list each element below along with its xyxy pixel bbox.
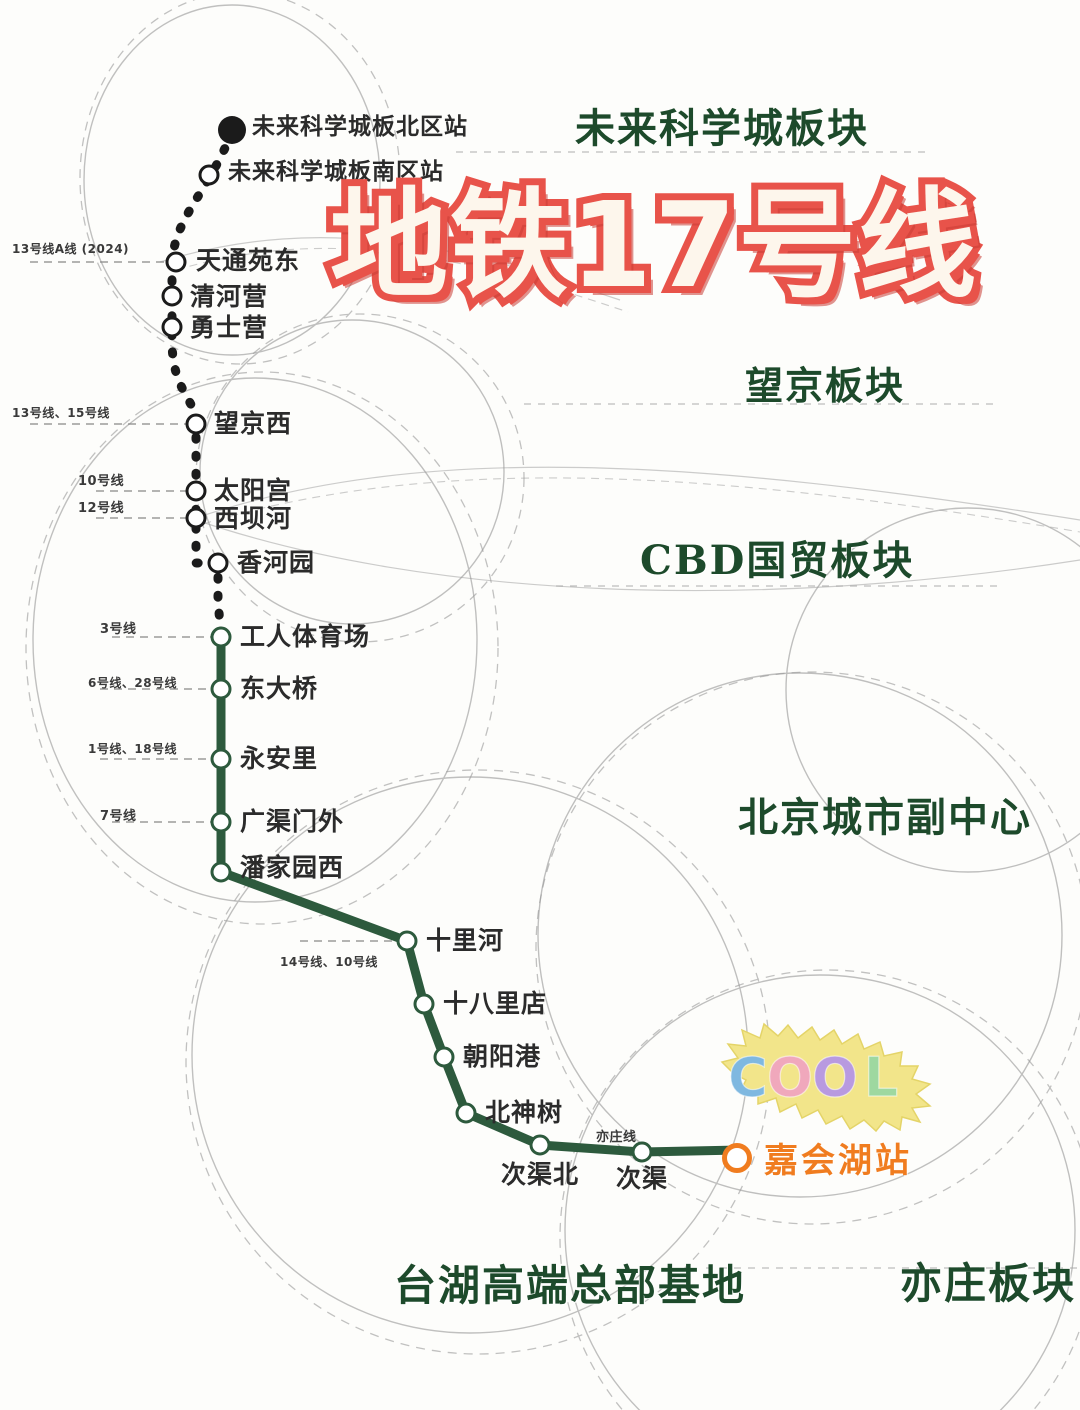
station-marker[interactable] <box>529 1134 551 1156</box>
station-label[interactable]: 北神树 <box>485 1098 564 1127</box>
cool-letter: L <box>864 1046 898 1109</box>
district-label: 亦庄板块 <box>900 1259 1077 1308</box>
station-label[interactable]: 望京西 <box>214 409 293 438</box>
station-label[interactable]: 香河园 <box>237 548 316 577</box>
station-label[interactable]: 十里河 <box>426 926 505 955</box>
transfer-line-label: 13号线、15号线 <box>12 406 110 420</box>
transfer-line-label: 14号线、10号线 <box>280 955 378 969</box>
station-label[interactable]: 潘家园西 <box>240 853 345 882</box>
station-marker[interactable] <box>198 164 220 186</box>
page-title: 地铁17号线 <box>323 176 983 314</box>
station-label[interactable]: 西坝河 <box>214 504 293 533</box>
station-label[interactable]: 东大桥 <box>240 674 319 703</box>
station-label[interactable]: 清河营 <box>190 282 269 311</box>
station-label[interactable]: 未来科学城板北区站 <box>252 114 468 140</box>
planned-terminus-dot <box>218 116 246 144</box>
transfer-line-label: 1号线、18号线 <box>88 742 178 756</box>
station-label[interactable]: 十八里店 <box>443 989 548 1018</box>
station-label[interactable]: 太阳宫 <box>214 476 293 505</box>
station-label[interactable]: 永安里 <box>240 744 319 773</box>
station-label[interactable]: 工人体育场 <box>240 622 371 651</box>
station-marker[interactable] <box>185 480 207 502</box>
station-label[interactable]: 勇士营 <box>190 313 269 342</box>
transfer-line-label: 6号线、28号线 <box>88 676 178 690</box>
station-marker[interactable] <box>207 552 229 574</box>
cool-letter: O <box>812 1046 858 1109</box>
station-marker[interactable] <box>165 251 187 273</box>
station-marker[interactable] <box>161 285 183 307</box>
terminal-station-highlight[interactable]: 嘉会湖站 <box>722 1133 912 1182</box>
station-marker[interactable] <box>455 1102 477 1124</box>
transfer-line-label: 亦庄线 <box>596 1130 637 1145</box>
station-marker[interactable] <box>433 1046 455 1068</box>
station-marker[interactable] <box>210 678 232 700</box>
district-label: 北京城市副中心 <box>738 794 1032 841</box>
station-label[interactable]: 天通苑东 <box>196 246 301 275</box>
station-label[interactable]: 未来科学城板南区站 <box>228 159 444 185</box>
station-marker[interactable] <box>396 930 418 952</box>
transfer-connectors <box>30 261 395 942</box>
transfer-line-label: 13号线A线 (2024) <box>12 242 130 256</box>
district-label: 望京板块 <box>745 363 906 408</box>
transfer-line-label: 12号线 <box>78 501 125 516</box>
district-label: 台湖高端总部基地 <box>394 1261 747 1310</box>
terminal-station-label: 嘉会湖站 <box>764 1141 912 1181</box>
station-marker[interactable] <box>210 861 232 883</box>
terminal-station-ring-icon <box>722 1142 752 1173</box>
station-label[interactable]: 次渠北 <box>500 1160 580 1189</box>
district-label: CBD国贸板块 <box>640 537 915 584</box>
station-marker[interactable] <box>210 811 232 833</box>
station-label[interactable]: 次渠 <box>615 1164 669 1193</box>
cool-letter: C <box>728 1046 768 1109</box>
station-marker[interactable] <box>185 507 207 529</box>
station-label[interactable]: 朝阳港 <box>463 1042 542 1071</box>
station-marker[interactable] <box>210 748 232 770</box>
cool-letter: O <box>767 1046 813 1109</box>
station-marker[interactable] <box>631 1141 653 1163</box>
station-label[interactable]: 广渠门外 <box>240 807 345 836</box>
district-label: 未来科学城板块 <box>575 105 869 152</box>
station-marker[interactable] <box>210 626 232 648</box>
station-marker[interactable] <box>161 316 183 338</box>
station-marker[interactable] <box>185 413 207 435</box>
transfer-line-label: 7号线 <box>100 809 137 824</box>
station-marker[interactable] <box>413 993 435 1015</box>
transfer-line-label: 10号线 <box>78 474 125 489</box>
transfer-line-label: 3号线 <box>100 622 137 637</box>
